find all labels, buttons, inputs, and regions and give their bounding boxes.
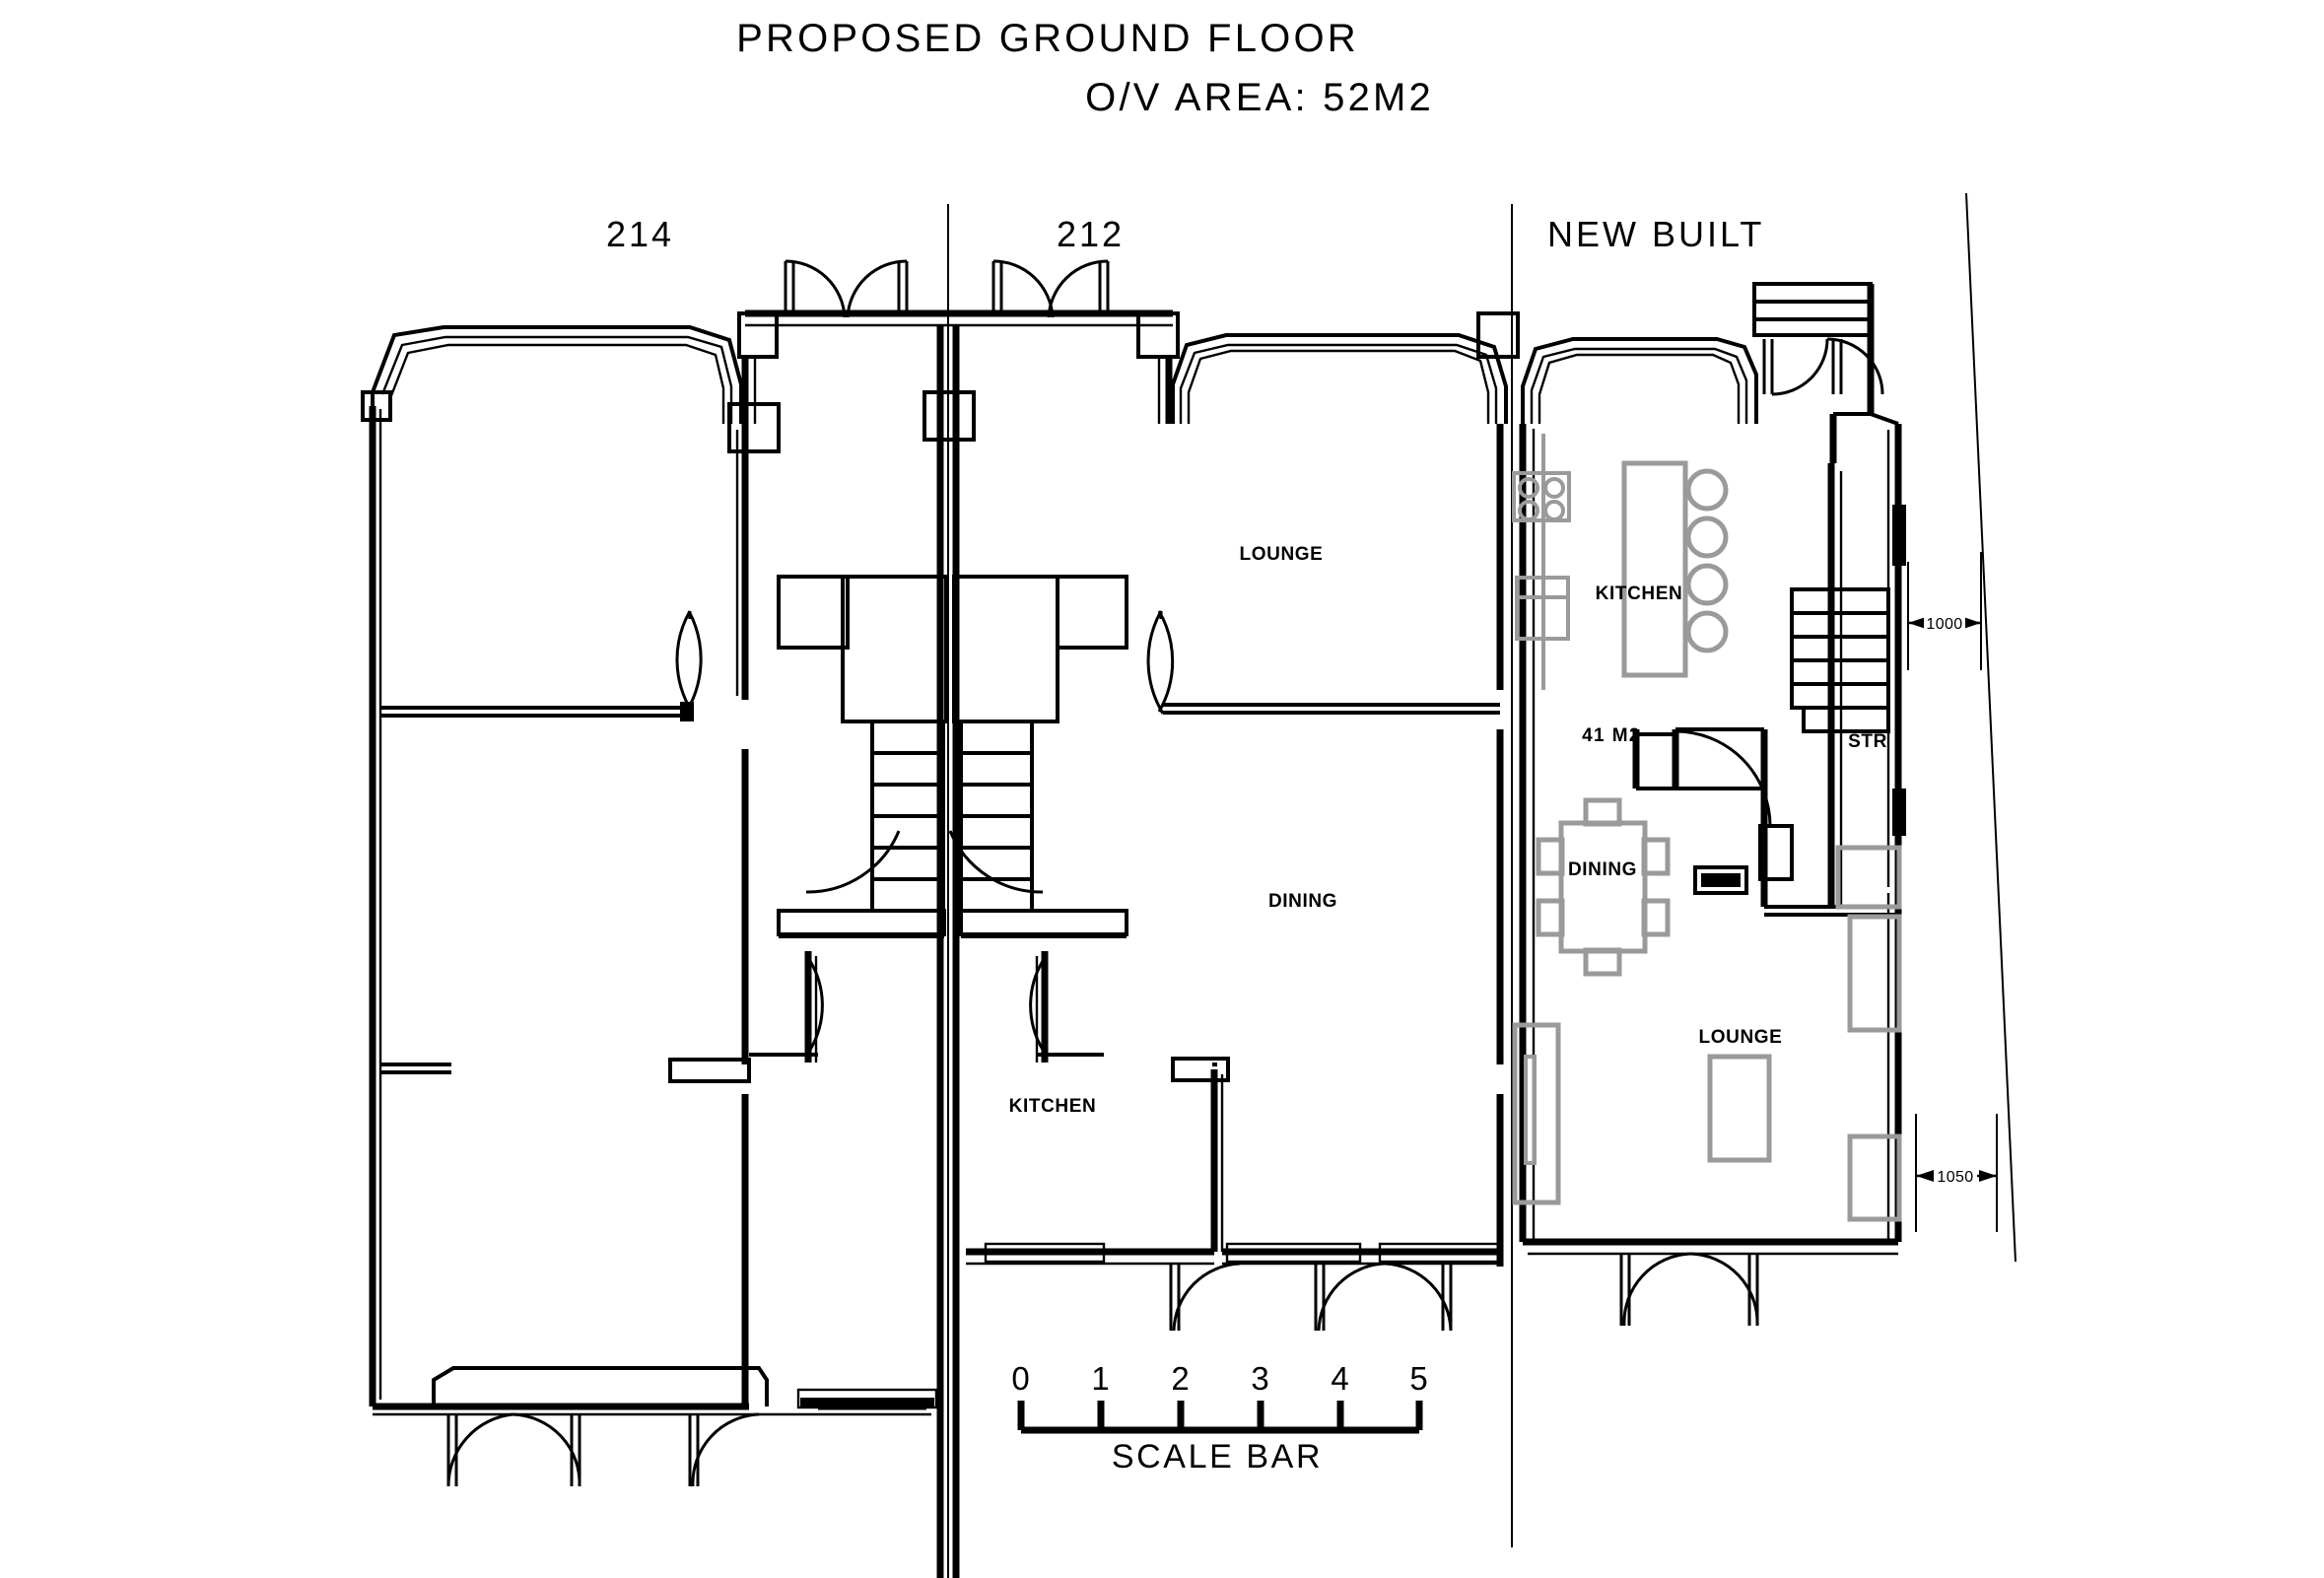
scale-tick-0: 0 (1011, 1360, 1030, 1397)
lounge-cabinet (1835, 845, 1902, 910)
kitchen-island (1621, 460, 1688, 678)
lounge-media-unit (1512, 1022, 1561, 1205)
scale-tick-5: 5 (1409, 1360, 1428, 1397)
bar-stool (1685, 468, 1729, 512)
house-212-structure (737, 309, 1520, 1578)
room-label-lounge-212: LOUNGE (1240, 544, 1324, 565)
scale-tick-3: 3 (1251, 1360, 1269, 1397)
room-label-kitchen-212: KITCHEN (1009, 1096, 1097, 1117)
scale-tick-4: 4 (1331, 1360, 1349, 1397)
room-label-dining-new: DINING (1568, 859, 1637, 880)
dimension-1050: 1050 (1915, 1114, 1998, 1232)
staircase-214 (777, 575, 948, 938)
drawing-title-line-1: PROPOSED GROUND FLOOR (736, 17, 1359, 60)
new-built-staircase (1790, 587, 1890, 733)
dining-chair (1583, 797, 1622, 827)
lounge-armchair-upper (1847, 914, 1902, 1033)
house-214-structure (361, 325, 931, 1416)
window-right-lower (1892, 789, 1906, 836)
drawing-title-line-2: O/V AREA: 52M2 (1085, 76, 1434, 119)
house-212-bottom-doors (1169, 1262, 1453, 1332)
dining-chair (1536, 898, 1565, 937)
bar-stool (1685, 563, 1729, 606)
dining-chair (1583, 947, 1622, 977)
new-build-area-label: 41 M2 (1582, 725, 1641, 746)
hall-partitions (749, 951, 1104, 1063)
dining-chair (1641, 898, 1671, 937)
lounge-sofa (1707, 1054, 1772, 1163)
staircase-212 (952, 575, 1128, 938)
house-214-bottom-window (796, 1388, 938, 1409)
room-label-store-new: STR (1848, 731, 1887, 752)
dimension-value-1050: 1050 (1937, 1169, 1973, 1186)
new-built-furniture (1512, 434, 1902, 1222)
scale-bar-caption: SCALE BAR (1112, 1438, 1323, 1475)
site-boundary-line (1965, 192, 2016, 1263)
lounge-armchair-lower (1847, 1133, 1902, 1222)
dining-chair (1536, 837, 1565, 876)
scale-bar: 0 1 2 3 4 5 SCALE BAR (1011, 1360, 1428, 1475)
room-label-kitchen-new: KITCHEN (1596, 583, 1683, 604)
room-label-lounge-new: LOUNGE (1699, 1027, 1783, 1048)
label-new-built: NEW BUILT (1547, 214, 1764, 254)
house-214-doors (446, 1412, 760, 1487)
dimension-1000: 1000 (1907, 552, 1982, 670)
scale-tick-1: 1 (1091, 1360, 1110, 1397)
wc-fittings (1693, 824, 1794, 895)
dimension-value-1000: 1000 (1926, 616, 1962, 633)
dining-chair (1641, 837, 1671, 876)
label-house-212: 212 (1057, 214, 1125, 254)
bar-stool (1685, 610, 1729, 653)
scale-tick-2: 2 (1171, 1360, 1190, 1397)
house-212-entry-doors (784, 259, 1110, 318)
label-house-214: 214 (606, 214, 674, 254)
room-label-dining-212: DINING (1268, 891, 1337, 912)
hob-unit (1512, 471, 1571, 522)
sink-unit (1515, 576, 1570, 641)
bar-stool (1685, 515, 1729, 559)
